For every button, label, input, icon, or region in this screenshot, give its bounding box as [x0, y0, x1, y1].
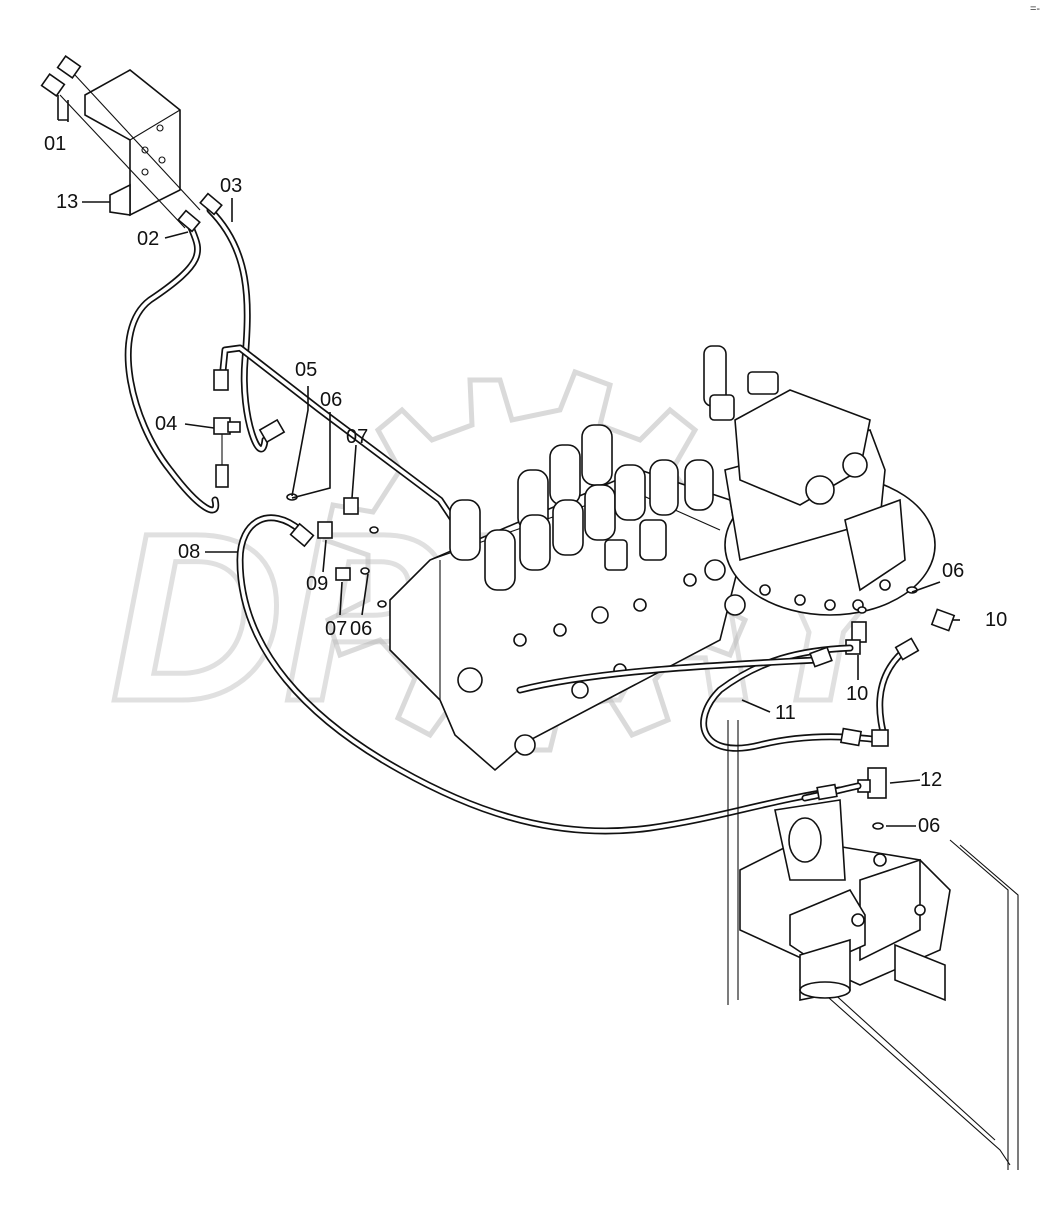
callout-07-upper: 07	[346, 426, 368, 448]
callout-12: 12	[920, 769, 942, 791]
callout-10-lower: 10	[846, 683, 868, 705]
callout-02: 02	[137, 228, 159, 250]
callout-08: 08	[178, 541, 200, 563]
tee-fitting-04	[213, 417, 241, 488]
swing-motor-assembly	[703, 345, 936, 616]
filter-block	[739, 799, 951, 1002]
callout-09: 09	[306, 573, 328, 595]
callout-06-upper: 06	[320, 389, 342, 411]
callout-04: 04	[155, 413, 177, 435]
callout-01: 01	[44, 133, 66, 155]
callout-13: 13	[56, 191, 78, 213]
corner-mark: =-	[1030, 3, 1040, 15]
control-valve-block	[389, 424, 746, 772]
callout-05: 05	[295, 359, 317, 381]
callout-07-lower: 07	[325, 618, 347, 640]
filter-mount-plate	[727, 720, 1019, 1170]
callout-10-right: 10	[985, 609, 1007, 631]
watermark-gear	[322, 368, 751, 753]
callout-03: 03	[220, 175, 242, 197]
leader-lines	[57, 95, 960, 827]
callout-06-lower: 06	[350, 618, 372, 640]
callout-labels: 01 13 02 03 05 04 06 07 08 09 07 06 06 1…	[44, 133, 1007, 837]
hose-08	[236, 514, 844, 835]
callout-11: 11	[775, 702, 796, 724]
fittings-left-group	[286, 493, 387, 608]
elbow-fitting	[258, 418, 286, 444]
mounting-bracket	[84, 69, 181, 217]
fitting-01	[40, 54, 201, 229]
tee-fitting-12	[801, 767, 887, 830]
valve-spools	[449, 424, 714, 591]
valve-ports	[457, 559, 746, 756]
hose-02-03	[124, 192, 269, 514]
callout-06-right: 06	[942, 560, 964, 582]
hose-11	[516, 637, 920, 752]
callout-06-bottom: 06	[918, 815, 940, 837]
